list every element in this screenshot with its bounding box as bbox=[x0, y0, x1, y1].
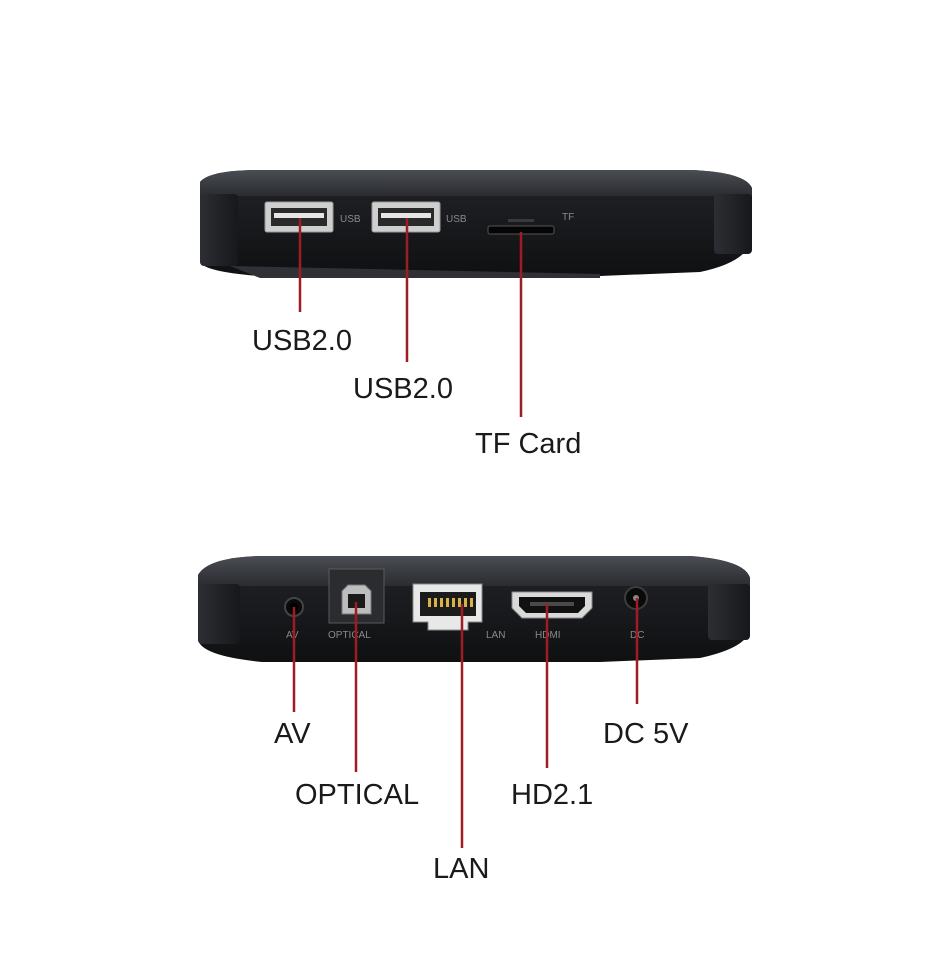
device-rear-view: AV OPTICAL LAN bbox=[198, 556, 750, 662]
usb-port-2: USB bbox=[371, 201, 467, 233]
callout-dc: DC 5V bbox=[603, 718, 689, 750]
callout-hdmi: HD2.1 bbox=[511, 779, 594, 811]
port-label-tf: TF bbox=[562, 212, 574, 223]
callout-av: AV bbox=[274, 718, 311, 750]
port-label-lan: LAN bbox=[486, 630, 505, 641]
callout-optical: OPTICAL bbox=[295, 779, 420, 811]
port-label-av: AV bbox=[286, 630, 299, 641]
usb-port-1: USB bbox=[264, 201, 361, 233]
device-top-view: USB USB TF bbox=[200, 170, 752, 278]
callout-lan: LAN bbox=[433, 853, 490, 885]
lan-port: LAN bbox=[412, 583, 505, 641]
callout-usb-1: USB2.0 bbox=[252, 325, 352, 357]
hdmi-port: HDMI bbox=[511, 591, 593, 641]
port-label-usb-1: USB bbox=[340, 214, 361, 225]
callout-tf-card: TF Card bbox=[475, 428, 582, 460]
port-label-optical: OPTICAL bbox=[328, 630, 371, 641]
callout-usb-2: USB2.0 bbox=[353, 373, 453, 405]
port-label-usb-2: USB bbox=[446, 214, 467, 225]
